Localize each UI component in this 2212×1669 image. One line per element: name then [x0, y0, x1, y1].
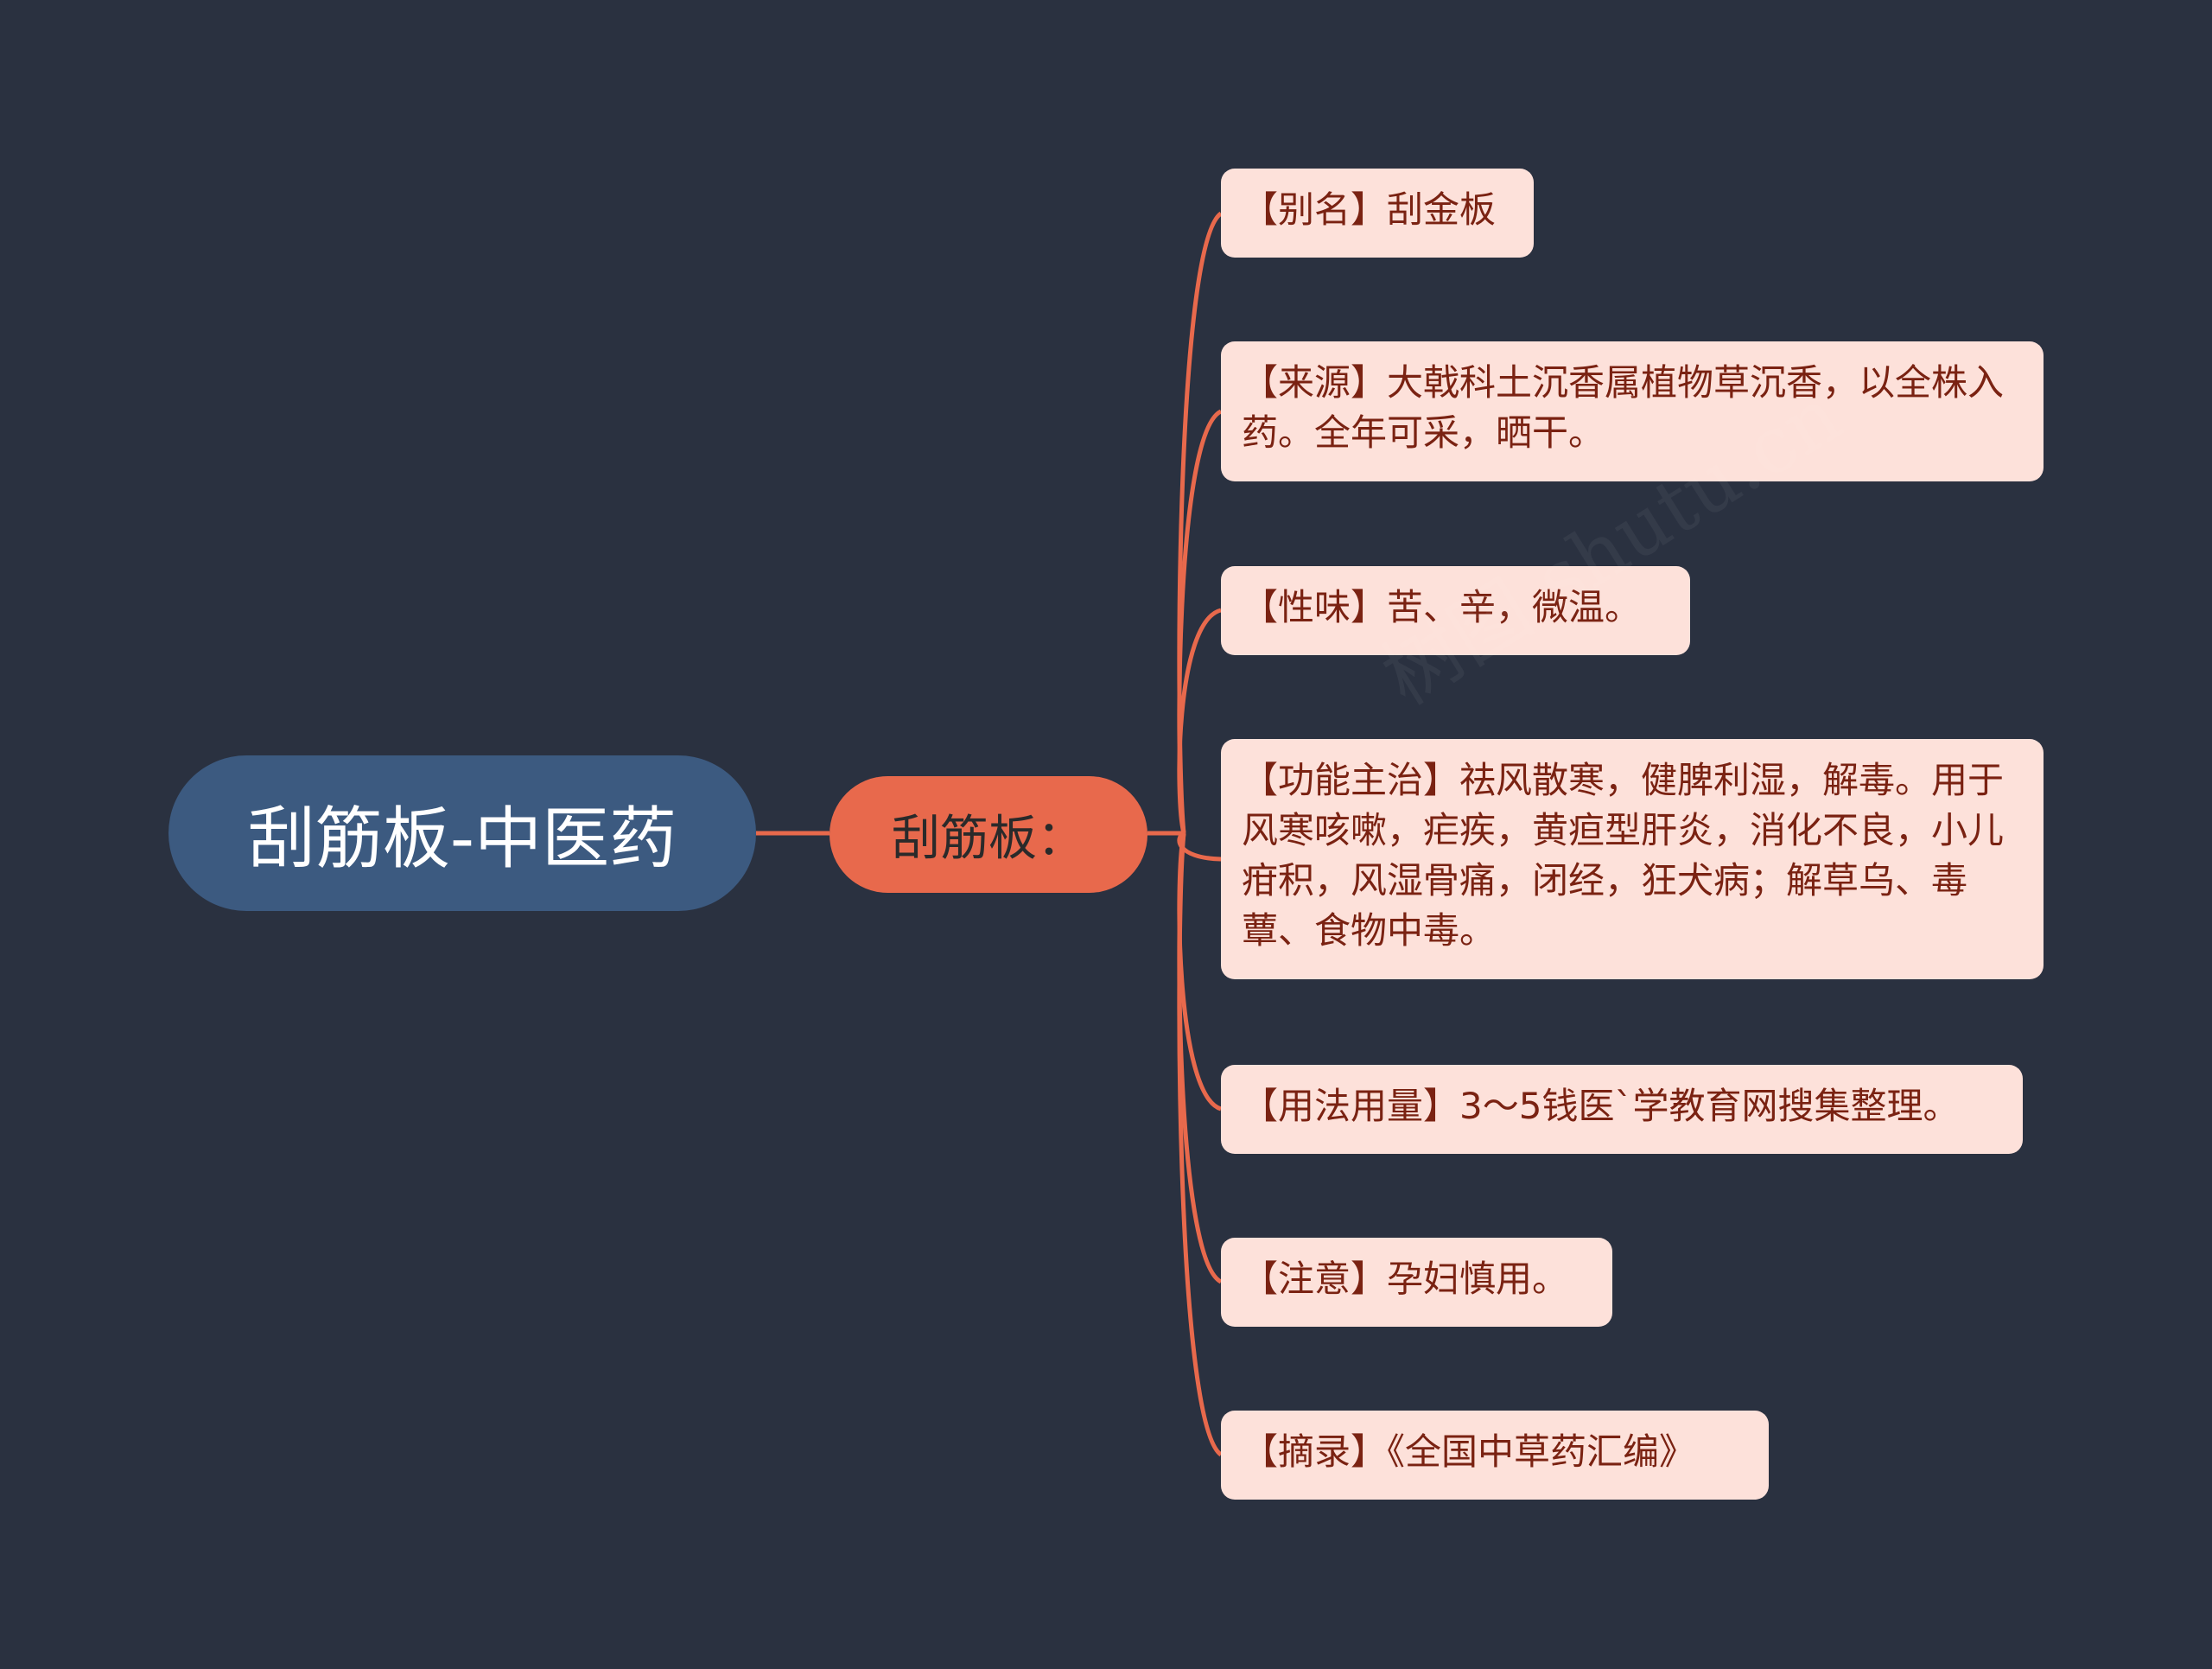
leaf-text: 【功能主治】祛风散寒，健脾利湿，解毒。用于风寒咳嗽，疟疾，黄疸型肝炎，消化不良，… — [1242, 759, 2005, 952]
root-topic-label: 刮筋板-中医药 — [247, 800, 677, 878]
branch-topic-node[interactable]: 刮筋板： — [830, 776, 1147, 893]
leaf-text: 【摘录】《全国中草药汇编》 — [1242, 1430, 1696, 1473]
leaf-text: 【用法用量】3～5钱医`学教育网搜集整理。 — [1242, 1084, 1960, 1127]
leaf-link-1 — [1177, 409, 1223, 834]
leaf-link-4 — [1177, 832, 1223, 1112]
branch-topic-label: 刮筋板： — [892, 811, 1085, 867]
leaf-node-indications[interactable]: 【功能主治】祛风散寒，健脾利湿，解毒。用于风寒咳嗽，疟疾，黄疸型肝炎，消化不良，… — [1221, 739, 2044, 979]
leaf-node-source[interactable]: 【来源】大戟科土沉香属植物草沉香，以全株入药。全年可采，晒干。 — [1221, 341, 2044, 481]
leaf-link-6 — [1177, 832, 1223, 1457]
leaf-text: 【性味】苦、辛，微温。 — [1242, 585, 1642, 628]
leaf-text: 【来源】大戟科土沉香属植物草沉香，以全株入药。全年可采，晒干。 — [1242, 361, 2005, 454]
leaf-node-excerpt[interactable]: 【摘录】《全国中草药汇编》 — [1221, 1411, 1769, 1500]
leaf-text: 【注意】孕妇慎用。 — [1242, 1257, 1569, 1300]
leaf-node-dosage[interactable]: 【用法用量】3～5钱医`学教育网搜集整理。 — [1221, 1065, 2023, 1154]
leaf-links — [1177, 211, 1223, 1457]
leaf-node-taste[interactable]: 【性味】苦、辛，微温。 — [1221, 566, 1690, 655]
leaf-node-alias[interactable]: 【别名】刮金板 — [1221, 169, 1534, 258]
leaf-link-2 — [1177, 608, 1222, 834]
leaf-text: 【别名】刮金板 — [1242, 188, 1497, 231]
root-topic-node[interactable]: 刮筋板-中医药 — [168, 755, 756, 911]
leaf-node-caution[interactable]: 【注意】孕妇慎用。 — [1221, 1238, 1612, 1327]
leaf-link-0 — [1177, 211, 1223, 834]
